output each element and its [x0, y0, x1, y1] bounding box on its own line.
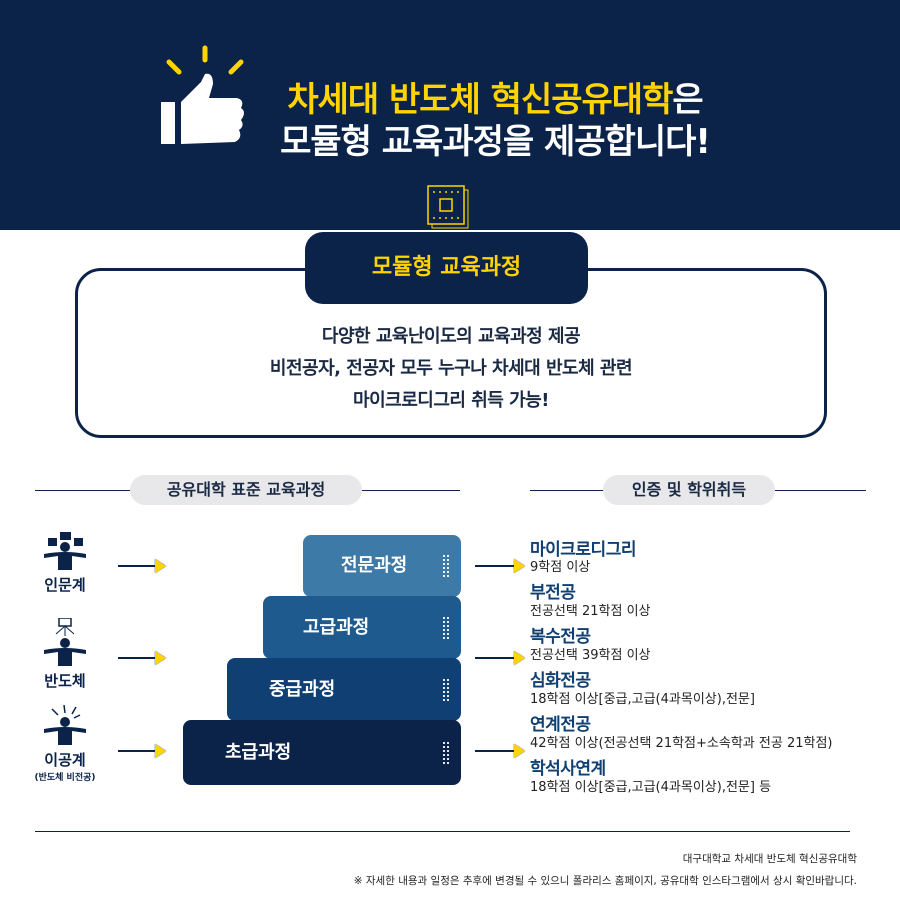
cert-desc: 18학점 이상[중급,고급(4과목이상),전문] 등	[530, 780, 772, 795]
arrow-icon	[475, 750, 515, 752]
cert-title: 복수전공	[530, 627, 591, 647]
group-label: 이공계	[44, 751, 86, 769]
module-label: 모듈형 교육과정	[305, 232, 588, 304]
chip-icon	[427, 185, 469, 229]
person-books-icon	[44, 532, 86, 570]
dots-icon	[443, 678, 449, 701]
group-engineering: 이공계 (반도체 비전공)	[25, 704, 105, 783]
section-certification: 인증 및 학위취득	[603, 475, 775, 505]
module-line: 마이크로디그리 취득 가능!	[353, 390, 549, 411]
title-line-2: 모듈형 교육과정을 제공합니다!	[280, 122, 711, 162]
cert-desc: 9학점 이상	[530, 560, 591, 575]
step-label: 중급과정	[269, 678, 336, 700]
step-beginner: 초급과정	[183, 720, 461, 785]
cert-title: 연계전공	[530, 715, 591, 735]
step-label: 초급과정	[225, 741, 292, 763]
arrow-icon	[475, 565, 515, 567]
cert-title: 부전공	[530, 583, 576, 603]
arrow-icon	[118, 657, 156, 659]
title-suffix: 은	[672, 80, 703, 120]
thumbs-up-icon	[161, 45, 244, 144]
dots-icon	[443, 555, 449, 577]
cert-title: 마이크로디그리	[530, 540, 636, 560]
cert-title: 심화전공	[530, 671, 591, 691]
module-line: 비전공자, 전공자 모두 누구나 차세대 반도체 관련	[269, 358, 633, 379]
step-intermediate: 중급과정	[227, 658, 461, 721]
dots-icon	[443, 741, 449, 764]
title-line-1: 차세대 반도체 혁신공유대학은	[0, 72, 900, 121]
cert-desc: 42학점 이상(전공선택 21학점+소속학과 전공 21학점)	[530, 736, 833, 751]
footer-note: ※ 자세한 내용과 일정은 추후에 변경될 수 있으니 폴라리스 홈페이지, 공…	[353, 875, 857, 887]
cert-desc: 전공선택 39학점 이상	[530, 648, 651, 663]
arrow-icon	[118, 565, 156, 567]
group-label: 인문계	[44, 576, 86, 594]
cert-desc: 18학점 이상[중급,고급(4과목이상),전문]	[530, 692, 755, 707]
step-label: 전문과정	[341, 555, 408, 576]
person-chip-icon	[44, 617, 86, 666]
step-advanced: 고급과정	[263, 596, 461, 659]
title-highlight: 차세대 반도체 혁신공유대학	[287, 80, 673, 120]
step-label: 고급과정	[303, 616, 370, 638]
section-standard-curriculum: 공유대학 표준 교육과정	[130, 475, 362, 505]
cert-desc: 전공선택 21학점 이상	[530, 604, 651, 619]
group-semiconductor: 반도체	[25, 617, 105, 691]
group-label: 반도체	[44, 672, 86, 690]
group-sublabel: (반도체 비전공)	[34, 773, 96, 783]
footer-divider	[35, 831, 850, 832]
cert-title: 학석사연계	[530, 759, 606, 779]
group-humanities: 인문계	[25, 530, 105, 595]
dots-icon	[443, 616, 449, 639]
arrow-icon	[475, 657, 515, 659]
step-advanced-expert: 전문과정	[303, 535, 461, 597]
footer-org: 대구대학교 차세대 반도체 혁신공유대학	[682, 853, 857, 865]
module-line: 다양한 교육난이도의 교육과정 제공	[321, 326, 581, 347]
person-sparks-icon	[44, 704, 86, 745]
arrow-icon	[118, 750, 156, 752]
